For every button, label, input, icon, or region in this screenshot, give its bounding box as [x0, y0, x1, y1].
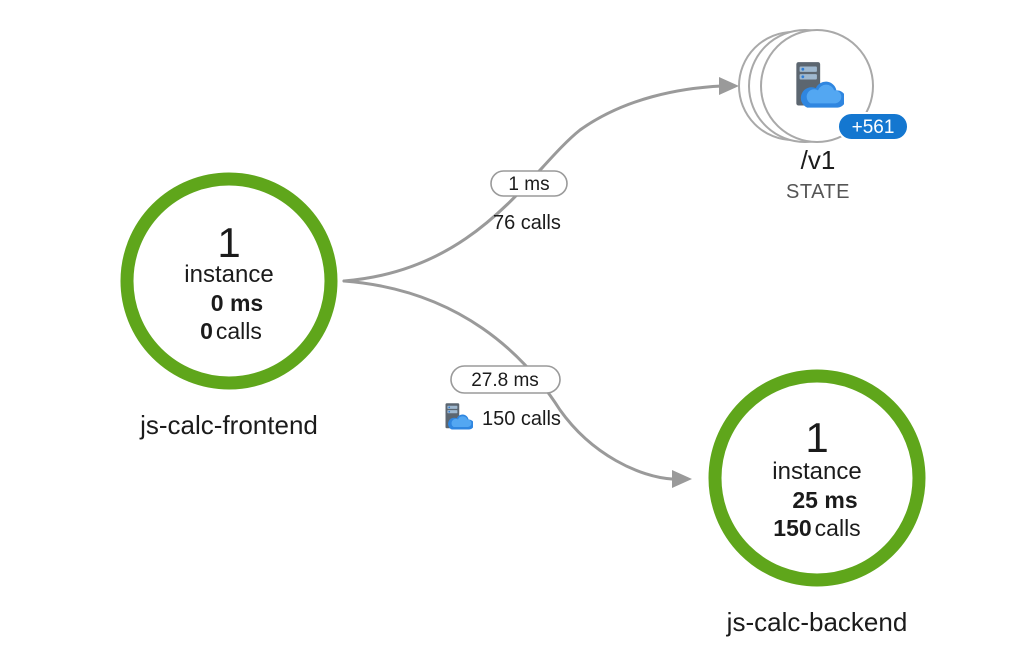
node-health-ring: [120, 172, 338, 390]
edge-duration-pill: [450, 365, 561, 394]
node-name: /v1: [801, 145, 836, 175]
node-calls-label: calls: [815, 515, 861, 541]
node-state-v1[interactable]: +561 /v1 STATE: [738, 29, 909, 203]
arrow-head-icon: [672, 470, 692, 488]
node-calls-label: calls: [216, 318, 262, 344]
edge-calls: 150 calls: [482, 408, 561, 430]
node-name: js-calc-backend: [726, 607, 908, 637]
edge-calls: 76 calls: [493, 212, 561, 234]
arrow-head-icon: [719, 77, 739, 95]
node-duration: 0 ms: [211, 290, 263, 316]
node-type: STATE: [786, 181, 850, 203]
cloud-server-icon: [445, 403, 473, 430]
node-calls-count: 150: [773, 515, 811, 541]
instance-count: 1: [805, 414, 828, 461]
edge-duration-pill: [490, 170, 568, 197]
instance-count: 1: [217, 219, 240, 266]
count-badge: [837, 112, 909, 141]
edge-line: [342, 84, 724, 283]
node-health-ring: [708, 369, 926, 587]
node-name: js-calc-frontend: [139, 410, 318, 440]
node-duration: 25 ms: [792, 487, 857, 513]
node-calls-count: 0: [200, 318, 213, 344]
edge-duration: 1 ms: [508, 174, 549, 195]
edge-duration: 27.8 ms: [471, 370, 539, 391]
count-badge-text: +561: [852, 117, 895, 138]
edge-frontend-to-state[interactable]: 1 ms 76 calls: [342, 77, 739, 283]
instance-label: instance: [184, 261, 273, 288]
instance-label: instance: [772, 458, 861, 485]
edge-line: [342, 279, 674, 481]
edge-frontend-to-backend[interactable]: 27.8 ms 150 calls: [342, 279, 692, 488]
